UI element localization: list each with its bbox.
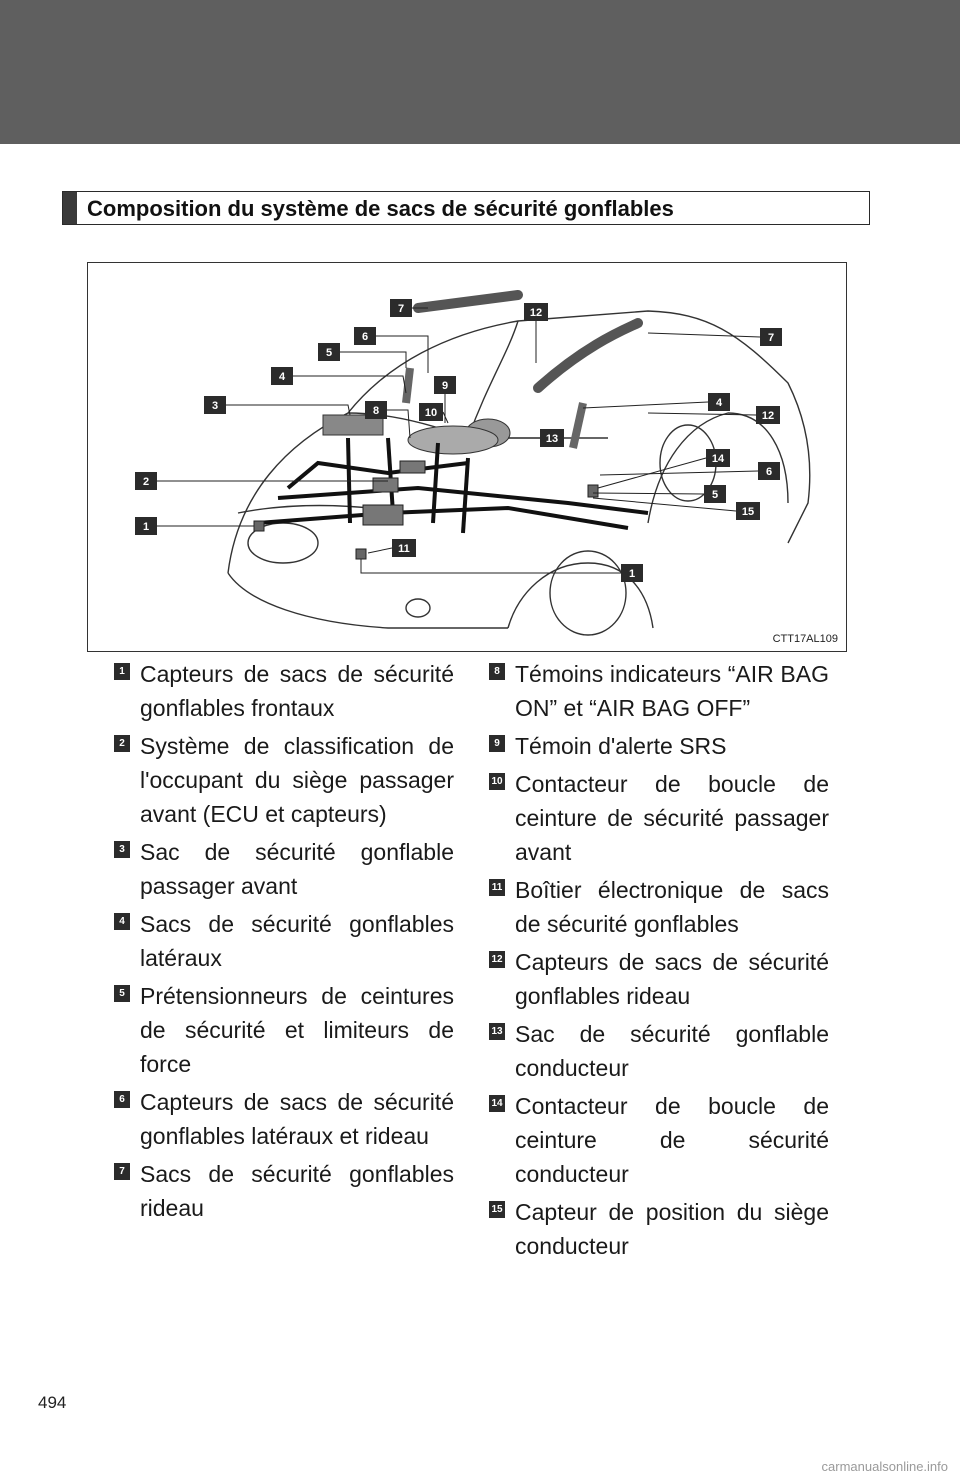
item-text: Prétensionneurs de ceintures de sécurité… [140,983,454,1077]
legend-item: 9 Témoin d'alerte SRS [489,729,829,763]
header-band [0,0,960,144]
item-number-badge: 9 [489,735,505,752]
item-number-badge: 6 [114,1091,130,1108]
svg-text:12: 12 [530,307,542,319]
svg-text:15: 15 [742,506,754,518]
svg-text:6: 6 [766,466,772,478]
legend-item: 14 Contacteur de boucle de ceinture de s… [489,1089,829,1191]
svg-text:4: 4 [716,397,723,409]
item-text: Contacteur de boucle de ceinture de sécu… [515,1093,829,1187]
item-number-badge: 12 [489,951,505,968]
svg-text:4: 4 [279,371,286,383]
item-number-badge: 8 [489,663,505,680]
legend-item: 13 Sac de sécurité gonflable conducteur [489,1017,829,1085]
item-text: Capteurs de sacs de sécurité gonflables … [140,661,454,721]
legend-item: 6 Capteurs de sacs de sécurité gonflable… [114,1085,454,1153]
page-number: 494 [38,1393,67,1412]
item-number-badge: 11 [489,879,505,896]
legend-item: 2 Système de classification de l'occupan… [114,729,454,831]
car-illustration: 7 12 6 5 4 9 3 8 10 13 2 1 11 1 7 4 12 1… [135,290,811,636]
callout-7-box [390,299,412,317]
svg-text:3: 3 [212,400,218,412]
legend-item: 8 Témoins indicateurs “AIR BAG ON” et “A… [489,657,829,725]
item-text: Capteurs de sacs de sécurité gonflables … [140,1089,454,1149]
svg-text:8: 8 [373,405,379,417]
legend-item: 1 Capteurs de sacs de sécurité gonflable… [114,657,454,725]
item-number-badge: 7 [114,1163,130,1180]
legend-item: 11 Boîtier électronique de sacs de sécur… [489,873,829,941]
legend-item: 15 Capteur de position du siège conducte… [489,1195,829,1263]
legend-item: 7 Sacs de sécurité gonflables rideau [114,1157,454,1225]
item-number-badge: 2 [114,735,130,752]
item-text: Sacs de sécurité gonflables rideau [140,1161,454,1221]
svg-text:7: 7 [768,332,774,344]
svg-text:13: 13 [546,433,558,445]
airbag-system-figure: 7 12 6 5 4 9 3 8 10 13 2 1 11 1 7 4 12 1… [87,262,847,652]
svg-text:5: 5 [326,347,332,359]
svg-text:10: 10 [425,407,437,419]
svg-text:1: 1 [143,521,149,533]
item-text: Capteur de position du siège conducteur [515,1199,829,1259]
item-text: Sac de sécurité gonflable conducteur [515,1021,829,1081]
svg-text:7: 7 [398,303,404,315]
section-header: Composition du système de sacs de sécuri… [62,191,870,225]
legend-list-right: 8 Témoins indicateurs “AIR BAG ON” et “A… [489,657,829,1267]
svg-text:5: 5 [712,489,718,501]
legend-item: 12 Capteurs de sacs de sécurité gonflabl… [489,945,829,1013]
legend-item: 5 Prétensionneurs de ceintures de sécuri… [114,979,454,1081]
svg-text:9: 9 [442,380,448,392]
legend-item: 4 Sacs de sécurité gonflables latéraux [114,907,454,975]
item-text: Témoins indicateurs “AIR BAG ON” et “AIR… [515,661,829,721]
item-number-badge: 14 [489,1095,505,1112]
item-text: Capteurs de sacs de sécurité gonflables … [515,949,829,1009]
item-text: Sac de sécurité gonflable passager avant [140,839,454,899]
section-title: Composition du système de sacs de sécuri… [87,196,674,221]
svg-text:6: 6 [362,331,368,343]
item-number-badge: 15 [489,1201,505,1218]
item-text: Boîtier électronique de sacs de sécurité… [515,877,829,937]
item-number-badge: 5 [114,985,130,1002]
svg-text:12: 12 [762,410,774,422]
svg-text:11: 11 [398,543,410,555]
item-number-badge: 3 [114,841,130,858]
item-text: Contacteur de boucle de ceinture de sécu… [515,771,829,865]
item-number-badge: 4 [114,913,130,930]
legend-list-left: 1 Capteurs de sacs de sécurité gonflable… [114,657,454,1229]
item-text: Témoin d'alerte SRS [515,733,727,759]
legend-item: 3 Sac de sécurité gonflable passager ava… [114,835,454,903]
legend-item: 10 Contacteur de boucle de ceinture de s… [489,767,829,869]
figure-code: CTT17AL109 [772,633,838,645]
item-number-badge: 13 [489,1023,505,1040]
svg-text:1: 1 [629,568,635,580]
watermark: carmanualsonline.info [821,1459,948,1474]
item-text: Sacs de sécurité gonflables latéraux [140,911,454,971]
item-text: Système de classification de l'occupant … [140,733,454,827]
item-number-badge: 1 [114,663,130,680]
item-number-badge: 10 [489,773,505,790]
svg-text:2: 2 [143,476,149,488]
svg-text:14: 14 [712,453,725,465]
section-header-bar [63,192,77,224]
